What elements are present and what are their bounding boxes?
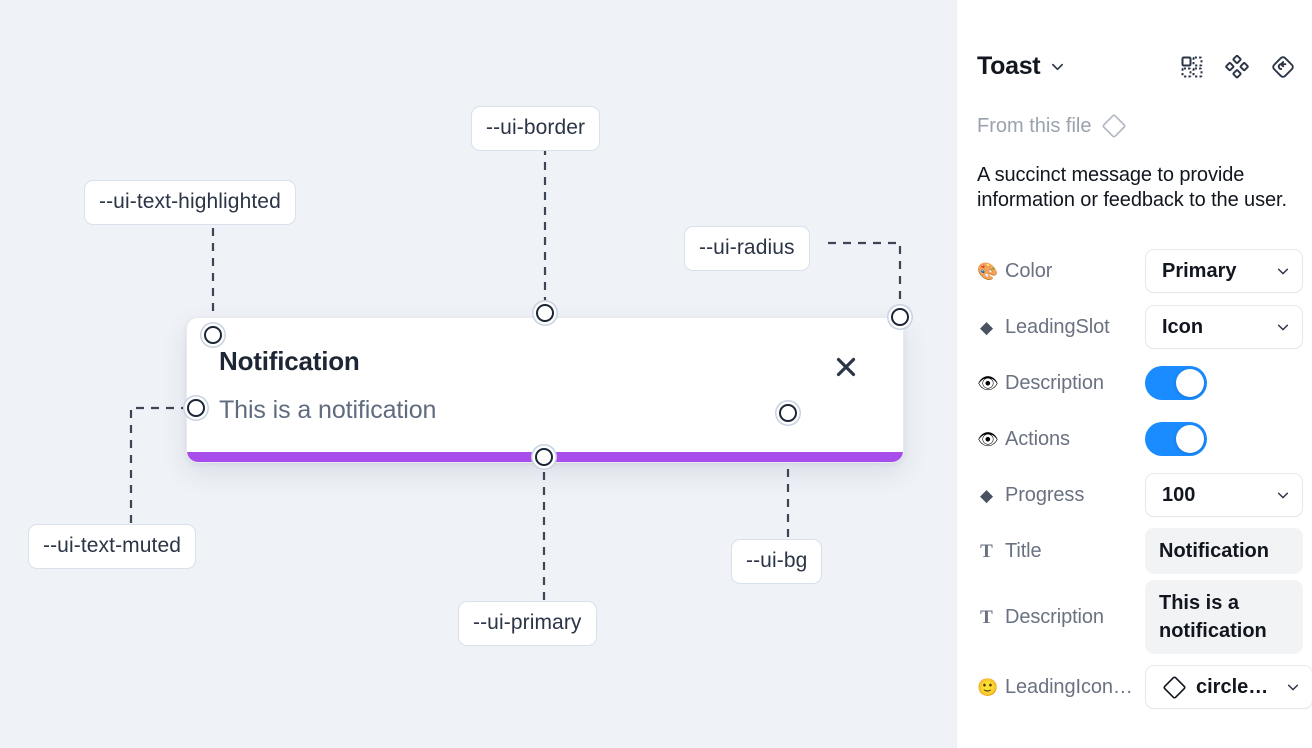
property-label-description-visibility: 👁 Description bbox=[977, 371, 1104, 394]
anchor-ui-text-highlighted[interactable] bbox=[204, 326, 222, 344]
progress-select[interactable]: 100 bbox=[1145, 473, 1303, 517]
token-pill-ui-text-muted[interactable]: --ui-text-muted bbox=[28, 524, 197, 569]
eye-emoji-icon: 👁 bbox=[977, 373, 999, 393]
property-row-description-text: T Description This is a notification bbox=[977, 579, 1303, 655]
property-row-actions-visibility: 👁 Actions bbox=[977, 411, 1299, 467]
design-canvas[interactable]: --ui-text-highlighted --ui-border --ui-r… bbox=[0, 0, 956, 748]
text-glyph-icon: T bbox=[980, 606, 993, 628]
token-label: --ui-primary bbox=[473, 611, 582, 634]
chevron-down-icon bbox=[1276, 264, 1290, 278]
property-row-color: 🎨 Color Primary bbox=[977, 243, 1303, 299]
chevron-down-icon[interactable] bbox=[1050, 59, 1065, 74]
color-select[interactable]: Primary bbox=[1145, 249, 1303, 293]
chevron-down-icon bbox=[1276, 488, 1290, 502]
close-icon[interactable] bbox=[829, 350, 863, 384]
variants-cluster-icon[interactable] bbox=[1225, 54, 1249, 79]
token-pill-ui-text-highlighted[interactable]: --ui-text-highlighted bbox=[84, 180, 296, 225]
diamond-solid-icon: ◆ bbox=[979, 485, 994, 505]
anchor-ui-text-muted[interactable] bbox=[187, 399, 205, 417]
toast-title: Notification bbox=[219, 346, 360, 376]
anchor-ui-border[interactable] bbox=[536, 304, 554, 322]
token-label: --ui-border bbox=[486, 116, 586, 139]
panel-title: Toast bbox=[977, 52, 1041, 80]
from-this-file-label: From this file bbox=[977, 114, 1092, 137]
token-label: --ui-text-highlighted bbox=[99, 190, 281, 213]
actions-toggle[interactable] bbox=[1145, 422, 1207, 456]
property-label-leading-icon: 🙂 LeadingIcon… bbox=[977, 675, 1133, 698]
property-row-description-visibility: 👁 Description bbox=[977, 355, 1299, 411]
property-row-progress: ◆ Progress 100 bbox=[977, 467, 1303, 523]
toggle-knob bbox=[1176, 369, 1204, 397]
smiley-emoji-icon: 🙂 bbox=[977, 677, 999, 697]
description-field[interactable]: This is a notification bbox=[1145, 580, 1303, 654]
component-grid-icon[interactable] bbox=[1181, 56, 1203, 78]
panel-header: Toast bbox=[977, 52, 1295, 81]
property-rows: 🎨 Color Primary ◆ LeadingSlot Icon bbox=[977, 243, 1312, 719]
token-pill-ui-bg[interactable]: --ui-bg bbox=[731, 539, 823, 584]
token-pill-ui-primary[interactable]: --ui-primary bbox=[458, 601, 597, 646]
title-field[interactable]: Notification bbox=[1145, 528, 1303, 574]
token-label: --ui-bg bbox=[746, 549, 808, 572]
chevron-down-icon bbox=[1286, 680, 1300, 694]
diamond-outline-icon bbox=[1101, 113, 1127, 139]
description-field-value: This is a notification bbox=[1159, 592, 1267, 642]
anchor-ui-radius[interactable] bbox=[891, 308, 909, 326]
property-label-progress: ◆ Progress bbox=[977, 484, 1145, 507]
toast-preview-card[interactable]: Notification This is a notification bbox=[186, 317, 904, 463]
toggle-knob bbox=[1176, 425, 1204, 453]
property-label-title: T Title bbox=[977, 540, 1145, 563]
property-row-leading-slot: ◆ LeadingSlot Icon bbox=[977, 299, 1303, 355]
token-pill-ui-border[interactable]: --ui-border bbox=[471, 106, 601, 151]
progress-select-value: 100 bbox=[1162, 483, 1196, 506]
title-field-value: Notification bbox=[1159, 540, 1269, 562]
panel-header-actions bbox=[1181, 54, 1295, 79]
from-this-file-row: From this file bbox=[977, 113, 1127, 139]
property-label-color: 🎨 Color bbox=[977, 259, 1053, 282]
component-description: A succinct message to provide informatio… bbox=[977, 164, 1287, 211]
chevron-down-icon bbox=[1276, 320, 1290, 334]
text-glyph-icon: T bbox=[980, 540, 993, 562]
properties-panel: Toast bbox=[956, 0, 1312, 748]
color-select-value: Primary bbox=[1162, 259, 1237, 282]
token-connector-wires bbox=[129, 147, 902, 600]
description-toggle[interactable] bbox=[1145, 366, 1207, 400]
property-row-leading-icon: 🙂 LeadingIcon… circle… bbox=[977, 655, 1312, 719]
property-label-actions-visibility: 👁 Actions bbox=[977, 427, 1070, 450]
leading-slot-select-value: Icon bbox=[1162, 315, 1204, 338]
leading-icon-select-value: circle… bbox=[1196, 675, 1269, 698]
leading-icon-select[interactable]: circle… bbox=[1145, 665, 1312, 709]
anchor-ui-bg[interactable] bbox=[779, 404, 797, 422]
diamond-outline-icon bbox=[1162, 675, 1187, 700]
leading-slot-select[interactable]: Icon bbox=[1145, 305, 1303, 349]
property-label-leading-slot: ◆ LeadingSlot bbox=[977, 316, 1145, 339]
reset-instance-icon[interactable] bbox=[1271, 55, 1295, 79]
property-label-description-text: T Description bbox=[977, 606, 1145, 629]
toast-description: This is a notification bbox=[219, 396, 437, 424]
token-label: --ui-text-muted bbox=[43, 534, 182, 557]
eye-emoji-icon: 👁 bbox=[977, 429, 999, 449]
property-row-title: T Title Notification bbox=[977, 523, 1303, 579]
diamond-solid-icon: ◆ bbox=[979, 317, 994, 337]
token-label: --ui-radius bbox=[699, 236, 795, 259]
token-pill-ui-radius[interactable]: --ui-radius bbox=[684, 226, 810, 271]
palette-emoji-icon: 🎨 bbox=[977, 261, 999, 281]
anchor-ui-primary[interactable] bbox=[535, 448, 553, 466]
